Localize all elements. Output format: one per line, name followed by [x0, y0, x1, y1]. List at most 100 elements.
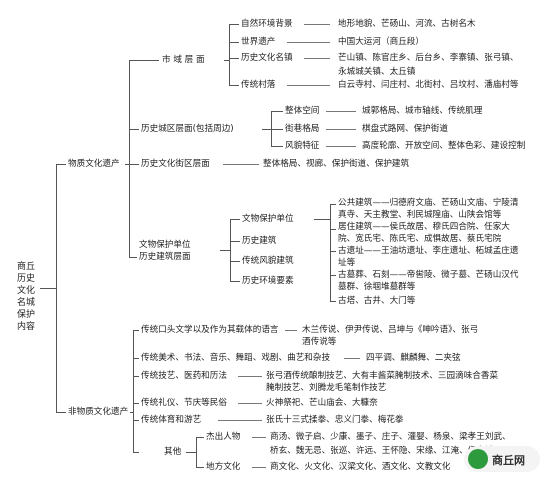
- connector-line: [330, 204, 336, 205]
- unit-level-label: 历史建筑层面: [139, 252, 191, 262]
- connector-line: [262, 129, 271, 130]
- district-item-desc: 高度轮廓、开放空间、整体色彩、建设控制: [362, 141, 526, 151]
- connector-line: [56, 164, 66, 165]
- connector-line: [196, 467, 204, 468]
- unit-item-label: 历史建筑: [242, 236, 277, 246]
- block-level-desc: 整体格局、视廊、保护街道、保护建筑: [263, 159, 410, 169]
- bracket-line: [129, 60, 130, 257]
- unit-desc: 公共建筑——归德府文庙、芒砀山文庙、宁陵清: [338, 198, 519, 208]
- material-heritage-label: 物质文化遗产: [68, 159, 120, 169]
- district-item-label: 风貌特征: [285, 141, 320, 151]
- connector-line: [220, 250, 230, 251]
- connector-line: [133, 403, 139, 404]
- city-item-desc: 白云寺村、闫庄村、北街村、吕坟村、潘庙村等: [338, 80, 519, 90]
- block-level-label: 历史文化街区层面: [141, 159, 210, 169]
- connector-line: [133, 358, 139, 359]
- district-item-label: 街巷格局: [285, 124, 320, 134]
- connector-line: [271, 129, 283, 130]
- connector-line: [230, 219, 240, 220]
- dash-line: [218, 420, 262, 422]
- dash-line: [326, 129, 356, 131]
- connector-line: [330, 301, 336, 302]
- watermark-text: 商丘网: [492, 454, 525, 467]
- intangible-item-desc: 张氏十三式揉拳、忠义门拳、梅花拳: [266, 415, 404, 425]
- unit-desc: 古遗址——王油坊遗址、李庄遗址、柘城孟庄遗: [338, 246, 519, 256]
- dash-line: [287, 85, 330, 87]
- intangible-item-label: 传统口头文学以及作为其载体的语言: [141, 325, 279, 335]
- other-people-desc: 商汤、微子启、少康、墨子、庄子、灌婴、杨泉、梁孝王刘武、: [270, 432, 511, 442]
- bracket-line: [230, 219, 231, 281]
- unit-item-label: 历史环境要素: [242, 276, 294, 286]
- connector-line: [229, 24, 239, 25]
- other-people-desc: 桥玄、魏无忌、张巡、许远、王怀隐、宋缘、江淹、侯方域: [270, 446, 494, 456]
- dash-line: [223, 164, 259, 166]
- dash-line: [287, 42, 330, 44]
- bracket-line: [133, 330, 134, 452]
- bracket-line: [196, 437, 197, 467]
- watermark: 商丘网: [464, 446, 540, 472]
- connector-line: [186, 452, 196, 453]
- city-item-label: 历史文化名镇: [241, 53, 293, 63]
- unit-item-label: 传统风貌建筑: [242, 256, 294, 266]
- connector-line: [229, 85, 239, 86]
- intangible-item-label: 传统礼仪、节庆等民俗: [141, 398, 227, 408]
- connector-line: [314, 219, 330, 220]
- intangible-item-desc: 酒传说等: [302, 337, 337, 347]
- bracket-line: [56, 164, 57, 412]
- city-item-desc: 中国大运河（商丘段）: [338, 37, 424, 47]
- other-culture-label: 地方文化: [206, 462, 241, 472]
- connector-line: [40, 288, 56, 289]
- connector-line: [133, 330, 139, 331]
- city-item-desc: 芒山镇、陈官庄乡、后台乡、李寨镇、张弓镇、: [338, 53, 519, 63]
- city-item-desc: 地形地貌、芒砀山、河流、古树名木: [338, 19, 476, 29]
- dash-line: [304, 24, 330, 26]
- intangible-item-desc: 木兰传说、伊尹传说、吕坤与《呻吟语》、张弓: [302, 325, 479, 335]
- bracket-line: [330, 204, 331, 301]
- unit-desc: 院、宽氏宅、陈氏宅、成惧故居、蔡氏宅院: [338, 234, 502, 244]
- dash-line: [344, 358, 360, 360]
- connector-line: [230, 241, 240, 242]
- bracket-line: [271, 111, 272, 146]
- intangible-item-desc: 张弓酒传统酿制技艺、大有丰酱菜腌制技术、三园滴味合香菜: [266, 371, 499, 381]
- unit-desc: 址等: [338, 258, 356, 268]
- other-people-label: 杰出人物: [206, 432, 241, 442]
- connector-line: [224, 60, 229, 61]
- connector-line: [56, 412, 66, 413]
- connector-line: [133, 452, 139, 453]
- intangible-heritage-label: 非物质文化遗产: [68, 407, 129, 417]
- watermark-logo-icon: [468, 449, 488, 469]
- unit-desc: 居住建筑——侯氏故居、穆氏四合院、任家大: [338, 222, 510, 232]
- city-level-label: 市 域 层 面: [162, 55, 205, 65]
- connector-line: [196, 437, 204, 438]
- connector-line: [129, 60, 159, 61]
- unit-desc: 墓群、徐堌堆墓群等: [338, 282, 416, 292]
- connector-line: [133, 376, 139, 377]
- dash-line: [304, 58, 330, 60]
- district-level-label: 历史城区层面(包括周边): [141, 124, 234, 134]
- connector-line: [330, 229, 336, 230]
- bracket-line: [229, 24, 230, 85]
- intangible-item-label: 传统美术、书法、音乐、舞蹈、戏剧、曲艺和杂技: [141, 353, 331, 363]
- intangible-item-label: 传统技艺、医药和历法: [141, 371, 227, 381]
- connector-line: [229, 58, 239, 59]
- district-item-desc: 城郭格局、城市轴线、传统肌理: [362, 106, 483, 116]
- connector-line: [330, 251, 336, 252]
- connector-line: [133, 420, 139, 421]
- connector-line: [271, 146, 283, 147]
- dash-line: [252, 467, 266, 469]
- dash-line: [252, 437, 266, 439]
- unit-desc: 古塔、古井、大门等: [338, 296, 416, 306]
- connector-line: [271, 111, 283, 112]
- connector-line: [129, 164, 139, 165]
- intangible-item-label: 传统体育和游艺: [141, 415, 202, 425]
- unit-desc: 真寺、天主教堂、利民城隍庙、山陕会馆等: [338, 210, 502, 220]
- city-item-desc: 永城城关镇、太丘镇: [338, 67, 416, 77]
- unit-item-label: 文物保护单位: [242, 214, 294, 224]
- root-node: 商丘历史文化名城保护内容: [16, 262, 35, 332]
- dash-line: [238, 376, 262, 378]
- connector-line: [230, 281, 240, 282]
- intangible-item-desc: 火神祭祀、芒山庙会、大糠奈: [266, 398, 378, 408]
- other-culture-desc: 商文化、火文化、汉梁文化、酒文化、文教文化: [270, 462, 451, 472]
- other-label: 其他: [164, 447, 182, 457]
- intangible-item-desc: 四平调、麒麟舞、二夹弦: [366, 353, 461, 363]
